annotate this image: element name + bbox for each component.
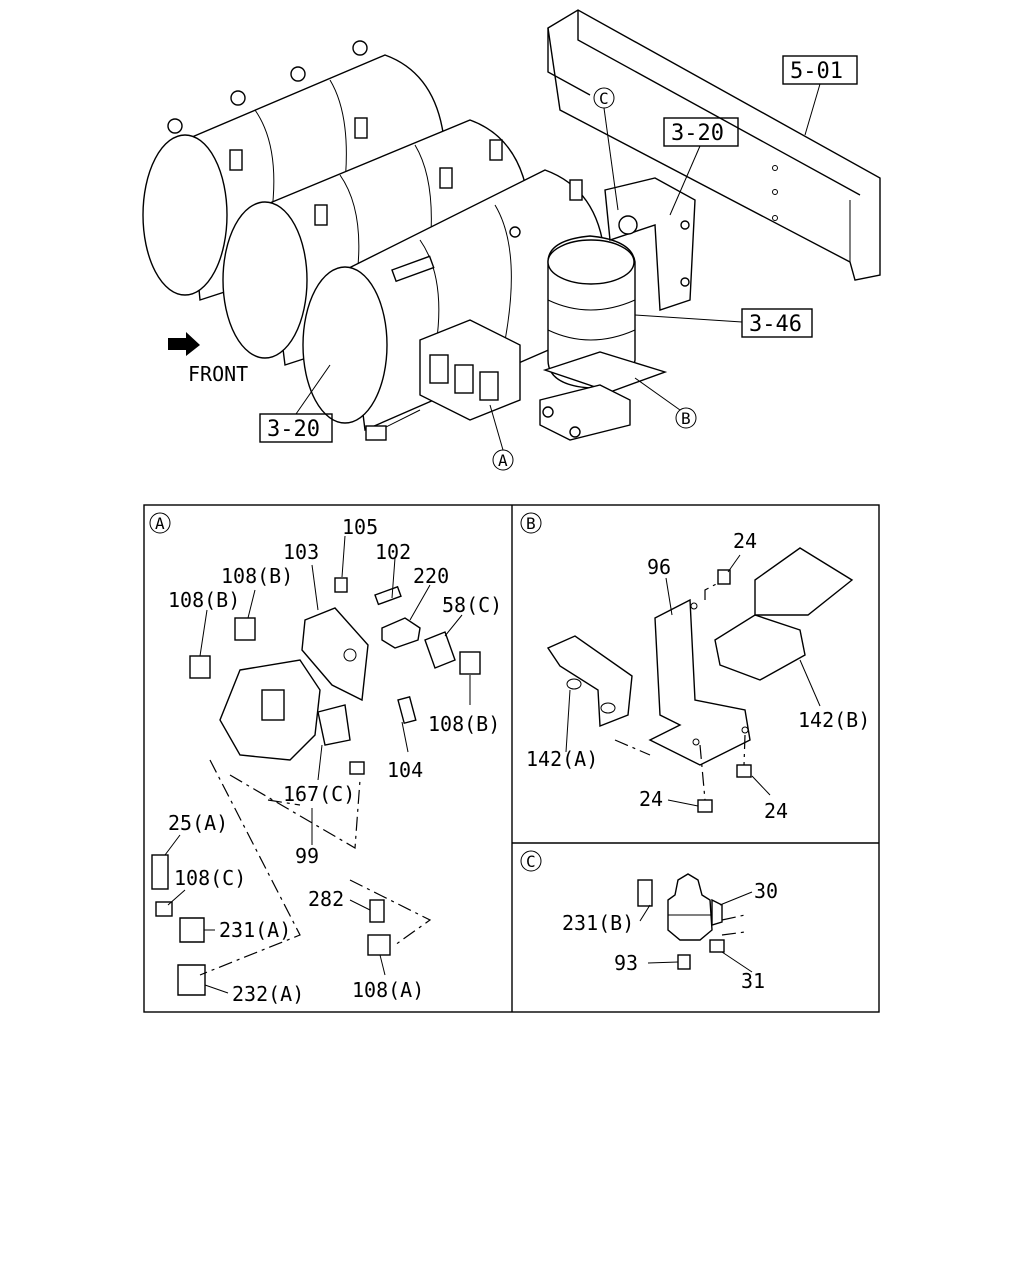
fitting-231b — [637, 879, 653, 907]
label-232a: 232(A) — [232, 982, 304, 1006]
nut-24-right — [736, 764, 752, 778]
air-dryer — [539, 235, 668, 441]
svg-text:A: A — [498, 451, 508, 470]
nut-24-left — [697, 799, 713, 813]
bracket-96 — [648, 598, 751, 766]
label-108a: 108(A) — [352, 978, 424, 1002]
label-220: 220 — [413, 564, 449, 588]
panel-c-marker: C — [526, 852, 536, 871]
fitting-108b-upper — [234, 617, 256, 641]
switch-25a — [151, 854, 169, 890]
air-tank-3 — [302, 169, 606, 432]
mount-plate — [301, 607, 369, 702]
label-25a: 25(A) — [168, 811, 228, 835]
valve-assembly — [365, 319, 521, 441]
connector-282 — [369, 899, 385, 923]
ref-3-46: 3-46 — [749, 312, 802, 337]
label-167c: 167(C) — [283, 782, 355, 806]
fitting-108c — [155, 901, 173, 917]
dryer-bracket — [604, 177, 696, 311]
label-108b-upper: 108(B) — [221, 564, 293, 588]
label-99: 99 — [295, 844, 319, 868]
label-142b: 142(B) — [798, 708, 870, 732]
front-arrow: FRONT — [168, 332, 248, 386]
ref-5-01: 5-01 — [790, 59, 843, 84]
callout-tank-lower: 3-20 — [259, 364, 333, 443]
bolt-167c — [349, 761, 365, 775]
panel-a: A — [149, 512, 502, 1006]
label-282: 282 — [308, 887, 344, 911]
panel-b: B 24 96 142(A) 142(B) 24 24 — [520, 512, 870, 823]
fitting-108b-right — [459, 651, 481, 675]
tee-231a — [179, 917, 205, 943]
label-96: 96 — [647, 555, 671, 579]
solenoid-30 — [667, 873, 713, 941]
label-103: 103 — [283, 540, 319, 564]
marker-a-overview: A — [489, 404, 514, 471]
detail-panels — [143, 504, 880, 1013]
label-108b-left: 108(B) — [168, 588, 240, 612]
label-105: 105 — [342, 515, 378, 539]
svg-text:B: B — [681, 409, 691, 428]
label-31: 31 — [741, 969, 765, 993]
cover-142b-lower — [714, 614, 806, 681]
panel-b-marker: B — [526, 514, 536, 533]
label-231b: 231(B) — [562, 911, 634, 935]
frame-rail — [547, 9, 881, 281]
callout-tank-upper: 3-20 — [663, 117, 739, 216]
label-104: 104 — [387, 758, 423, 782]
label-142a: 142(A) — [526, 747, 598, 771]
bracket-142a — [546, 635, 633, 728]
label-24-top: 24 — [733, 529, 757, 553]
marker-c-overview: C — [593, 87, 619, 211]
label-24-left: 24 — [639, 787, 663, 811]
nut-105 — [334, 577, 348, 593]
cover-142b-upper — [754, 547, 854, 616]
tee-232a — [177, 964, 206, 996]
label-231a: 231(A) — [219, 918, 291, 942]
front-label: FRONT — [188, 362, 248, 386]
label-93: 93 — [614, 951, 638, 975]
label-58c: 58(C) — [442, 593, 502, 617]
label-108b-right: 108(B) — [428, 712, 500, 736]
label-108c: 108(C) — [174, 866, 246, 890]
label-102: 102 — [375, 540, 411, 564]
ref-3-20-upper: 3-20 — [671, 121, 724, 146]
fitting-108b-left — [189, 655, 211, 679]
panel-a-marker: A — [155, 514, 165, 533]
label-24-right: 24 — [764, 799, 788, 823]
sleeve-58c — [424, 631, 456, 669]
fitting-108a — [367, 934, 391, 956]
fitting-93 — [677, 954, 691, 970]
nut-24-top — [717, 569, 731, 585]
fitting-220 — [381, 617, 421, 649]
bolt-104 — [397, 696, 417, 725]
overview-illustration: FRONT 5-01 3-20 3-46 3-20 C — [142, 9, 881, 471]
bolt-31 — [709, 939, 725, 953]
svg-text:C: C — [599, 89, 609, 108]
callout-dryer: 3-46 — [634, 308, 813, 338]
label-30: 30 — [754, 879, 778, 903]
marker-b-overview: B — [634, 377, 697, 429]
panel-c: C 30 231(B) 93 31 — [520, 850, 778, 993]
bolt-102 — [374, 585, 402, 606]
ref-3-20-lower: 3-20 — [267, 417, 320, 442]
callout-frame-ref: 5-01 — [782, 55, 858, 136]
